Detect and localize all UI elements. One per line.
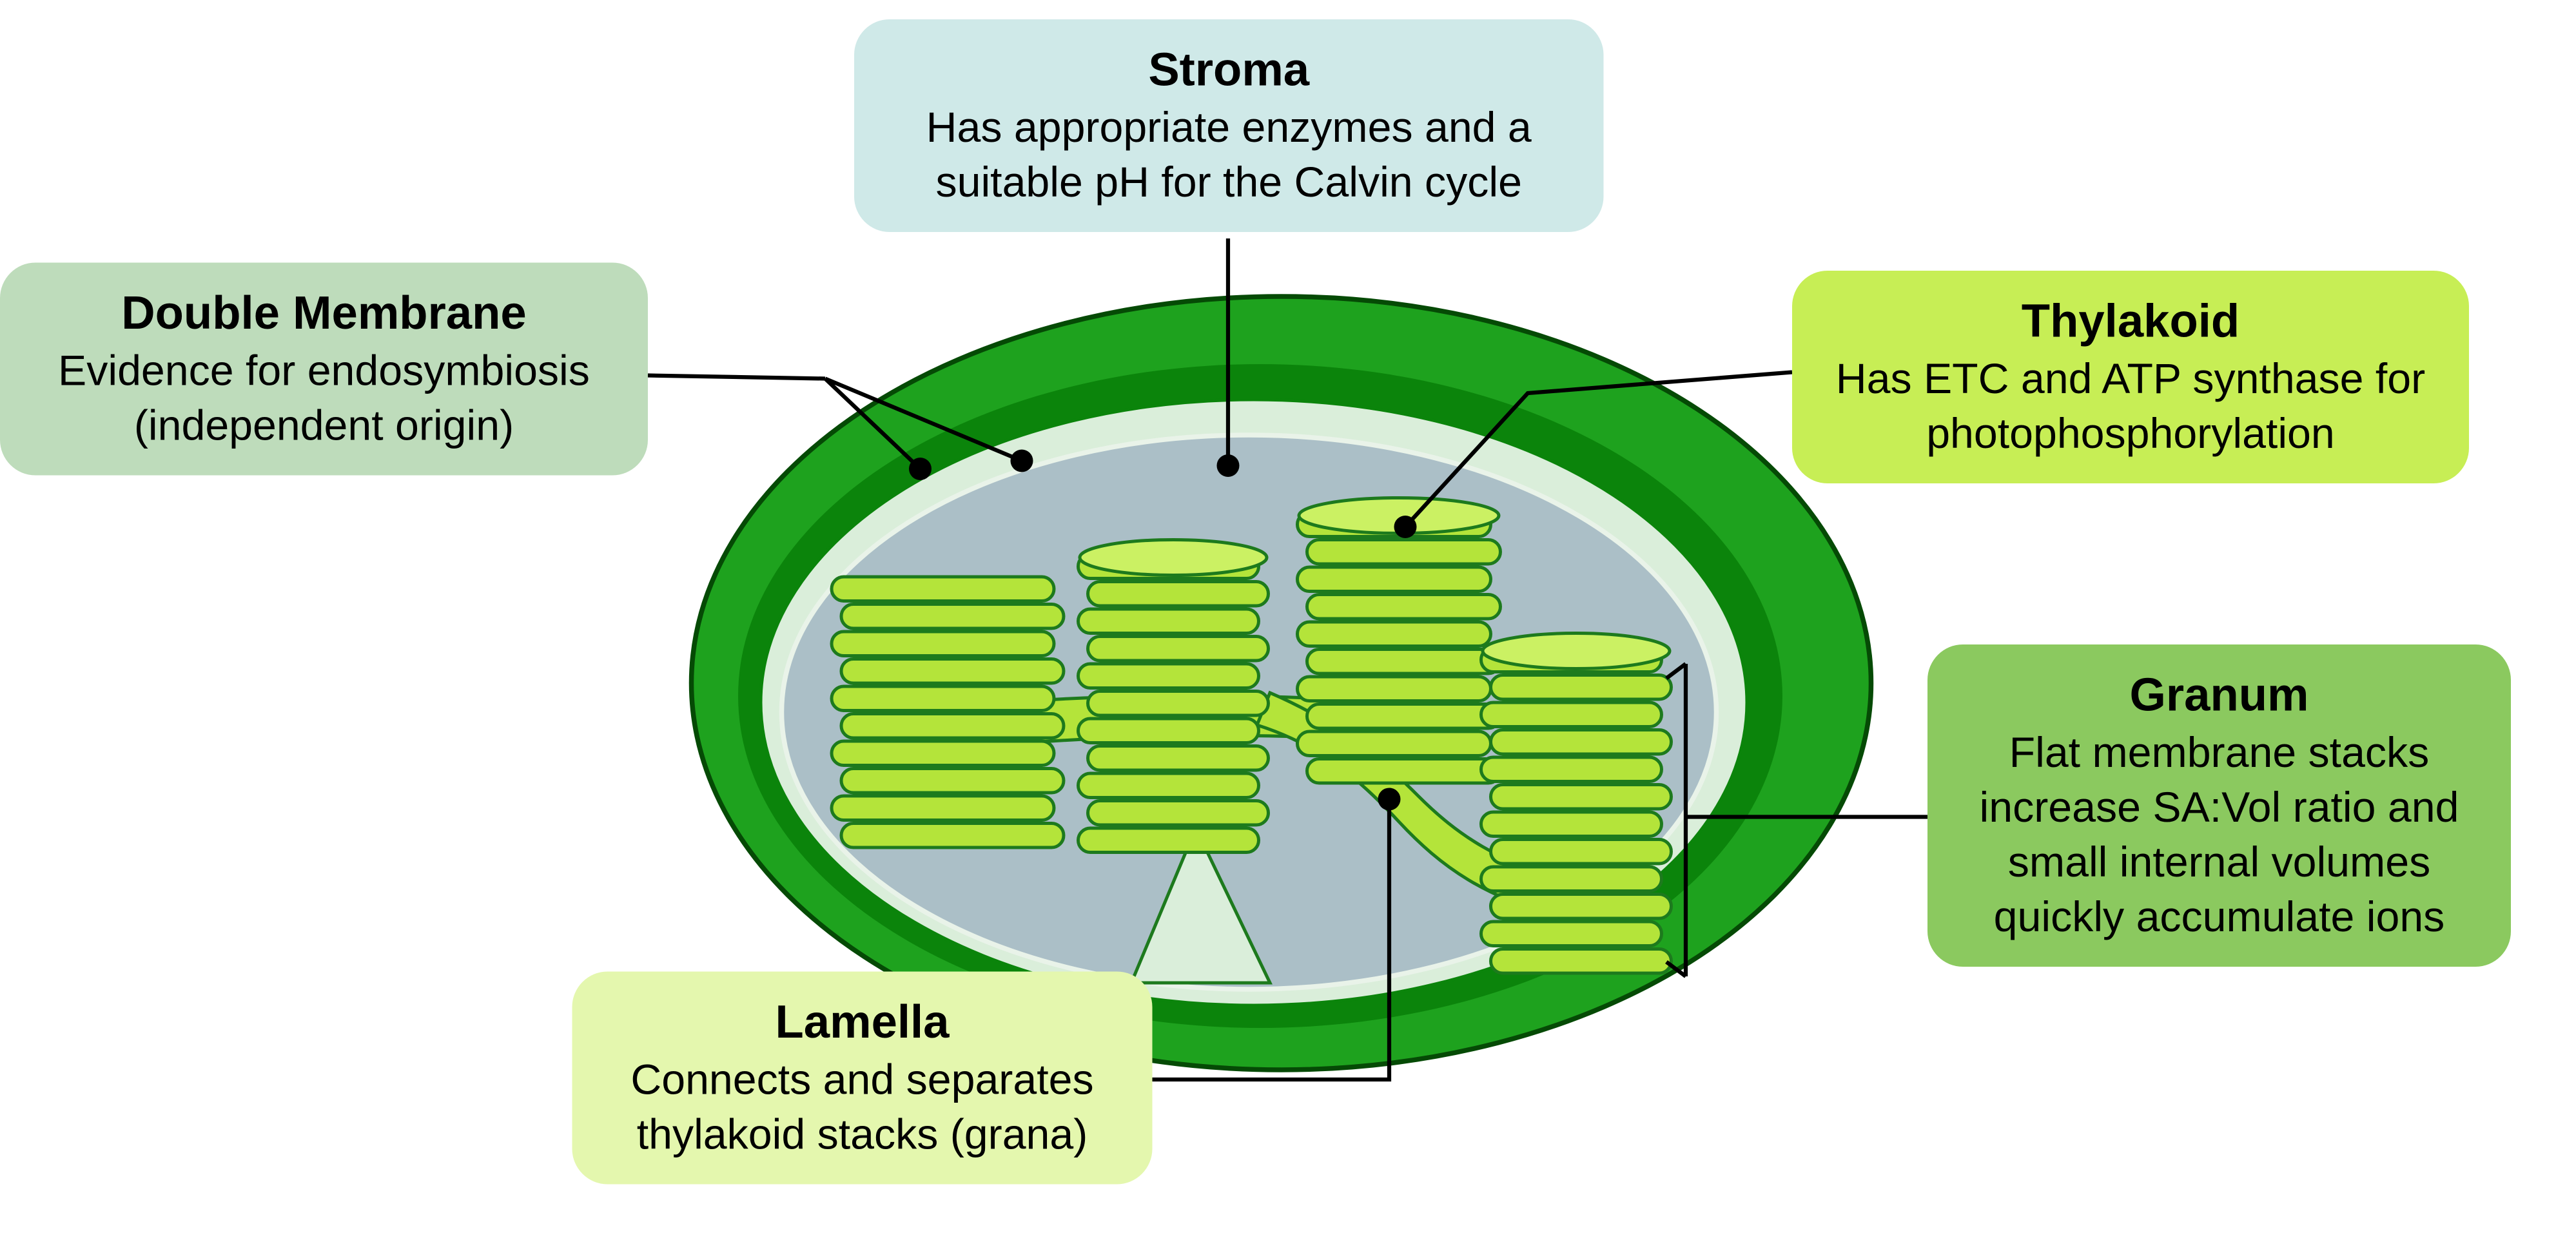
thylakoid-disk [839, 602, 1066, 630]
callout-granum: Granum Flat membrane stacks increase SA:… [1927, 644, 2511, 967]
thylakoid-disk [1479, 865, 1663, 893]
thylakoid-disk [1479, 701, 1663, 728]
double-membrane-connector-line [647, 373, 1023, 470]
callout-stroma-body: Has appropriate enzymes and a suitable p… [926, 103, 1532, 206]
thylakoid-disk [1295, 675, 1492, 702]
thylakoid-disk [1305, 702, 1502, 730]
callout-double-membrane-body: Evidence for endosymbiosis (independent … [58, 346, 590, 450]
callout-stroma: Stroma Has appropriate enzymes and a sui… [854, 19, 1604, 232]
thylakoid-disk [1488, 837, 1673, 866]
thylakoid-disk [1488, 728, 1673, 756]
thylakoid-disk [830, 575, 1056, 603]
granum-stack-4 [1479, 631, 1673, 975]
thylakoid-connector-line [1403, 370, 1793, 528]
stroma-dot [1216, 454, 1240, 477]
thylakoid-disk [839, 766, 1066, 795]
callout-lamella-body: Connects and separates thylakoid stacks … [630, 1055, 1094, 1159]
thylakoid-disk [839, 821, 1066, 849]
thylakoid-disk [1488, 673, 1673, 701]
thylakoid-disk [1305, 592, 1502, 621]
thylakoid-disk [1479, 810, 1663, 838]
callout-stroma-title: Stroma [1148, 45, 1310, 97]
callout-double-membrane: Double Membrane Evidence for endosymbios… [0, 262, 648, 476]
callout-lamella-title: Lamella [775, 997, 950, 1049]
thylakoid-disk [1086, 799, 1270, 827]
thylakoid-disk [830, 684, 1056, 712]
granum-top-face [1078, 537, 1269, 577]
grana-stacks [830, 496, 1673, 975]
thylakoid-disk [1305, 647, 1502, 675]
thylakoid-dot [1394, 515, 1417, 538]
lamella-dot [1378, 788, 1401, 811]
lamella-connector-line [1152, 805, 1392, 1082]
thylakoid-disk [1076, 607, 1260, 635]
thylakoid-disk [1086, 634, 1270, 663]
callout-thylakoid: Thylakoid Has ETC and ATP synthase for p… [1792, 271, 2469, 483]
granum-top-face [1481, 631, 1672, 670]
granum-stack-1 [830, 575, 1066, 849]
thylakoid-disk [1076, 717, 1260, 744]
thylakoid-disk [1479, 920, 1663, 947]
callout-granum-body: Flat membrane stacks increase SA:Vol rat… [1979, 728, 2459, 941]
thylakoid-disk [1488, 892, 1673, 920]
thylakoid-disk [1295, 565, 1492, 593]
double-membrane-dot-outer [908, 457, 932, 480]
granum-bracket [1665, 662, 1927, 978]
chloroplast-body [688, 294, 1874, 1072]
thylakoid-disk [1305, 537, 1502, 566]
thylakoid-disk [1086, 579, 1270, 608]
callout-thylakoid-title: Thylakoid [2021, 296, 2240, 348]
cutaway-wedge [1129, 824, 1273, 985]
thylakoid-disk [830, 794, 1056, 822]
granum-stack-2 [1076, 537, 1270, 854]
double-membrane-dot-inner [1010, 449, 1033, 472]
thylakoid-disk [839, 712, 1066, 740]
thylakoid-disk [1488, 947, 1673, 975]
callout-double-membrane-title: Double Membrane [121, 288, 527, 340]
callout-granum-title: Granum [2129, 670, 2309, 722]
thylakoid-disk [1086, 689, 1270, 717]
thylakoid-disk [830, 630, 1056, 657]
thylakoid-disk [830, 739, 1056, 767]
thylakoid-disk [1305, 757, 1502, 785]
thylakoid-disk [1076, 826, 1260, 854]
thylakoid-disk [1086, 744, 1270, 772]
thylakoid-disk [1295, 620, 1492, 648]
thylakoid-disk [1076, 662, 1260, 690]
thylakoid-disk [1479, 755, 1663, 783]
thylakoid-disk [839, 657, 1066, 685]
granum-stack-3 [1295, 496, 1502, 785]
thylakoid-disk [1295, 730, 1492, 757]
callout-lamella: Lamella Connects and separates thylakoid… [572, 971, 1153, 1185]
callout-thylakoid-body: Has ETC and ATP synthase for photophosph… [1835, 354, 2426, 458]
connector-lines [647, 238, 1927, 1082]
thylakoid-disk [1488, 782, 1673, 811]
thylakoid-disk [1076, 771, 1260, 799]
